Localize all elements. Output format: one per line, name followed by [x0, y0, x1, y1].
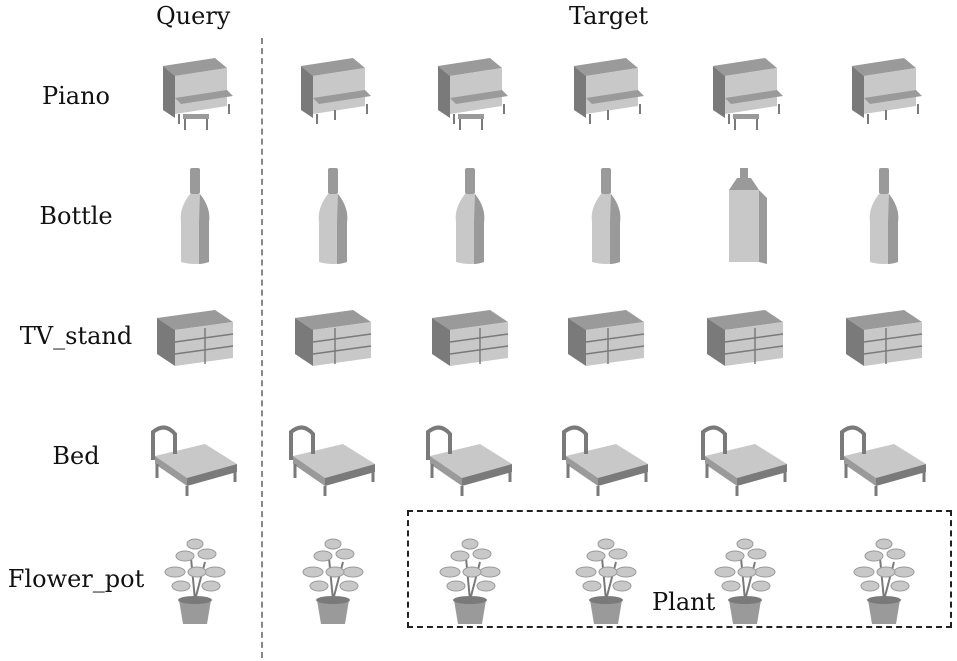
target-4-bottle-icon — [695, 168, 795, 268]
target-5-flower-pot-icon — [834, 528, 934, 628]
target-3-flower-pot-icon — [556, 528, 656, 628]
row-label-piano: Piano — [41, 82, 111, 110]
target-4-piano-icon — [695, 48, 795, 148]
target-2-bottle-icon — [420, 168, 520, 268]
target-4-flower-pot-icon — [695, 528, 795, 628]
target-1-piano-icon — [283, 48, 383, 148]
target-3-piano-icon — [556, 48, 656, 148]
row-label-flower-pot: Flower_pot — [7, 565, 145, 593]
target-2-tv-stand-icon — [420, 288, 520, 388]
row-label-bed: Bed — [52, 442, 100, 470]
target-2-bed-icon — [420, 408, 520, 508]
target-5-tv-stand-icon — [834, 288, 934, 388]
target-1-bed-icon — [283, 408, 383, 508]
target-2-flower-pot-icon — [420, 528, 520, 628]
target-3-tv-stand-icon — [556, 288, 656, 388]
query-tv-stand-icon — [145, 288, 245, 388]
target-1-tv-stand-icon — [283, 288, 383, 388]
target-5-bed-icon — [834, 408, 934, 508]
target-1-flower-pot-icon — [283, 528, 383, 628]
row-label-bottle: Bottle — [39, 202, 113, 230]
target-4-tv-stand-icon — [695, 288, 795, 388]
query-target-divider — [261, 38, 263, 658]
query-piano-icon — [145, 48, 245, 148]
target-2-piano-icon — [420, 48, 520, 148]
query-bottle-icon — [145, 168, 245, 268]
target-5-piano-icon — [834, 48, 934, 148]
target-3-bed-icon — [556, 408, 656, 508]
target-1-bottle-icon — [283, 168, 383, 268]
query-header: Query — [156, 2, 231, 30]
query-flower-pot-icon — [145, 528, 245, 628]
plant-group-box — [407, 510, 952, 628]
target-header: Target — [569, 2, 649, 30]
target-5-bottle-icon — [834, 168, 934, 268]
query-bed-icon — [145, 408, 245, 508]
target-4-bed-icon — [695, 408, 795, 508]
target-3-bottle-icon — [556, 168, 656, 268]
plant-group-label: Plant — [652, 588, 716, 616]
row-label-tv-stand: TV_stand — [19, 322, 133, 350]
